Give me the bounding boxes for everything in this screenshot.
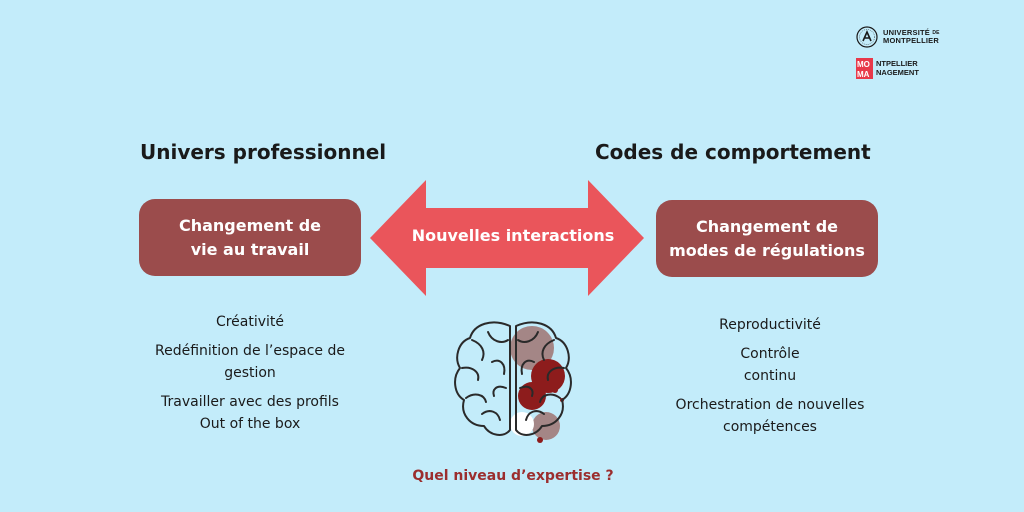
box-right-line-2: modes de régulations xyxy=(669,240,865,260)
svg-text:MO: MO xyxy=(857,60,870,69)
montpellier-management-logo: MO MA NTPELLIER NAGEMENT xyxy=(856,57,919,79)
brain-icon xyxy=(454,321,572,443)
right-list: Reproductivité Contrôle continu Orchestr… xyxy=(650,314,890,438)
montpellier-management-mark-icon: MO MA xyxy=(856,57,873,79)
list-item: Redéfinition de l’espace de gestion xyxy=(155,343,345,381)
box-right-line-1: Changement de xyxy=(695,216,839,236)
list-item: Travailler avec des profils Out of the b… xyxy=(161,394,339,432)
box-right: Changement de modes de régulations xyxy=(656,200,878,277)
heading-right: Codes de comportement xyxy=(595,140,871,164)
box-left: Changement de vie au travail xyxy=(139,199,361,276)
svg-text:MA: MA xyxy=(857,70,870,79)
box-left-line-2: vie au travail xyxy=(190,239,310,259)
footer-question: Quel niveau d’expertise ? xyxy=(412,468,614,484)
list-item: Reproductivité xyxy=(719,317,821,333)
university-seal-icon xyxy=(856,26,878,48)
universite-montpellier-logo: UNIVERSITÉ DE MONTPELLIER xyxy=(856,24,976,50)
box-left-line-1: Changement de xyxy=(178,215,322,235)
double-arrow xyxy=(370,180,644,296)
list-item: Contrôle continu xyxy=(740,346,800,384)
list-item: Créativité xyxy=(215,314,285,330)
heading-left: Univers professionnel xyxy=(140,140,387,164)
list-item: Orchestration de nouvelles compétences xyxy=(675,397,865,435)
arrow-label: Nouvelles interactions xyxy=(411,226,615,245)
left-list: Créativité Redéfinition de l’espace de g… xyxy=(130,311,370,435)
